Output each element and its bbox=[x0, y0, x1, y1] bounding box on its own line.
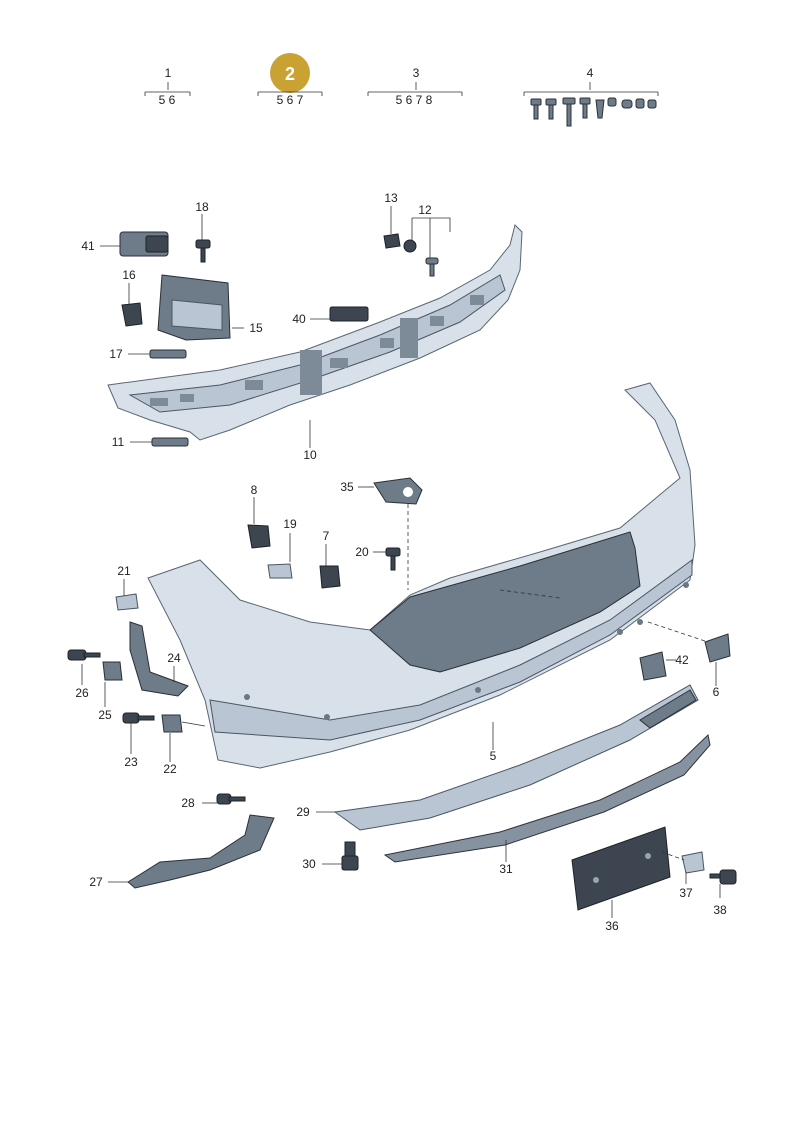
clip-17-icon bbox=[149, 349, 187, 359]
label-25[interactable]: 25 bbox=[98, 708, 112, 722]
label-40[interactable]: 40 bbox=[292, 312, 306, 326]
kit-group-4[interactable]: 4 bbox=[523, 66, 659, 127]
kit-group-1[interactable]: 1 5 6 bbox=[144, 66, 191, 107]
lower-grille[interactable] bbox=[383, 734, 711, 863]
screw-28-icon bbox=[216, 793, 246, 805]
label-13[interactable]: 13 bbox=[384, 191, 398, 205]
screw-20-icon bbox=[385, 547, 401, 571]
nut-25-icon bbox=[102, 661, 123, 681]
bracket-27[interactable] bbox=[127, 814, 275, 889]
label-5[interactable]: 5 bbox=[490, 749, 497, 763]
fasteners-12-icon bbox=[403, 239, 439, 277]
label-15[interactable]: 15 bbox=[249, 321, 263, 335]
clip-11-icon bbox=[151, 437, 189, 447]
leader-lines bbox=[81, 206, 721, 918]
label-17[interactable]: 17 bbox=[109, 347, 123, 361]
clip-21-icon bbox=[115, 593, 139, 611]
bumper-carrier[interactable] bbox=[107, 224, 523, 441]
label-23[interactable]: 23 bbox=[124, 755, 138, 769]
label-19[interactable]: 19 bbox=[283, 517, 297, 531]
kit-2-items: 5 6 7 bbox=[277, 93, 304, 107]
cap-6-icon bbox=[704, 633, 731, 663]
label-42[interactable]: 42 bbox=[675, 653, 689, 667]
kit-group-2[interactable]: 2 5 6 7 bbox=[257, 53, 323, 107]
sensor-holder[interactable] bbox=[119, 231, 169, 257]
label-28[interactable]: 28 bbox=[181, 796, 195, 810]
kit-2-number: 2 bbox=[285, 64, 295, 84]
label-37[interactable]: 37 bbox=[679, 886, 693, 900]
license-plate-holder[interactable] bbox=[571, 826, 671, 911]
kit-3-number: 3 bbox=[413, 66, 420, 80]
label-16[interactable]: 16 bbox=[122, 268, 136, 282]
label-7[interactable]: 7 bbox=[323, 529, 330, 543]
bumper-cover[interactable] bbox=[147, 382, 696, 769]
clip-19-icon bbox=[267, 563, 293, 579]
screw-18-icon bbox=[195, 239, 211, 263]
screw-26-icon bbox=[67, 649, 101, 661]
label-18[interactable]: 18 bbox=[195, 200, 209, 214]
kit-group-3[interactable]: 3 5 6 7 8 bbox=[367, 66, 463, 107]
clip-8-icon bbox=[247, 524, 271, 549]
reflector-40-icon bbox=[329, 306, 369, 322]
label-26[interactable]: 26 bbox=[75, 686, 89, 700]
label-8[interactable]: 8 bbox=[251, 483, 258, 497]
guide-piece-24[interactable] bbox=[129, 621, 189, 697]
label-24[interactable]: 24 bbox=[167, 651, 181, 665]
label-38[interactable]: 38 bbox=[713, 903, 727, 917]
kit-1-items: 5 6 bbox=[159, 93, 176, 107]
label-31[interactable]: 31 bbox=[499, 862, 513, 876]
fastener-set-icon bbox=[530, 97, 657, 127]
clip-7-icon bbox=[319, 565, 341, 589]
highlight-badge bbox=[270, 53, 310, 93]
screw-23-icon bbox=[122, 712, 155, 724]
kit-3-items: 5 6 7 8 bbox=[396, 93, 433, 107]
label-29[interactable]: 29 bbox=[296, 805, 310, 819]
kit-1-number: 1 bbox=[165, 66, 172, 80]
label-12[interactable]: 12 bbox=[418, 203, 432, 217]
label-35[interactable]: 35 bbox=[340, 480, 354, 494]
label-30[interactable]: 30 bbox=[302, 857, 316, 871]
label-27[interactable]: 27 bbox=[89, 875, 103, 889]
bracket-42-icon bbox=[639, 651, 667, 681]
nut-37-icon bbox=[681, 851, 705, 874]
nut-22-icon bbox=[161, 714, 183, 733]
bracket-35-icon bbox=[373, 477, 423, 505]
label-41[interactable]: 41 bbox=[81, 239, 95, 253]
label-21[interactable]: 21 bbox=[117, 564, 131, 578]
kit-4-number: 4 bbox=[587, 66, 594, 80]
label-20[interactable]: 20 bbox=[355, 545, 369, 559]
part-labels: 41 18 16 15 17 11 10 13 12 40 8 19 7 20 … bbox=[75, 191, 727, 933]
left-side-bracket[interactable] bbox=[157, 274, 231, 341]
lower-diffuser[interactable] bbox=[333, 684, 699, 831]
label-36[interactable]: 36 bbox=[605, 919, 619, 933]
label-11[interactable]: 11 bbox=[112, 435, 125, 449]
label-10[interactable]: 10 bbox=[303, 448, 317, 462]
screw-38-icon bbox=[709, 869, 737, 885]
clip-16-icon bbox=[121, 302, 143, 327]
label-6[interactable]: 6 bbox=[713, 685, 720, 699]
screw-30-icon bbox=[341, 841, 359, 871]
nut-13-icon bbox=[383, 233, 401, 249]
label-22[interactable]: 22 bbox=[163, 762, 177, 776]
